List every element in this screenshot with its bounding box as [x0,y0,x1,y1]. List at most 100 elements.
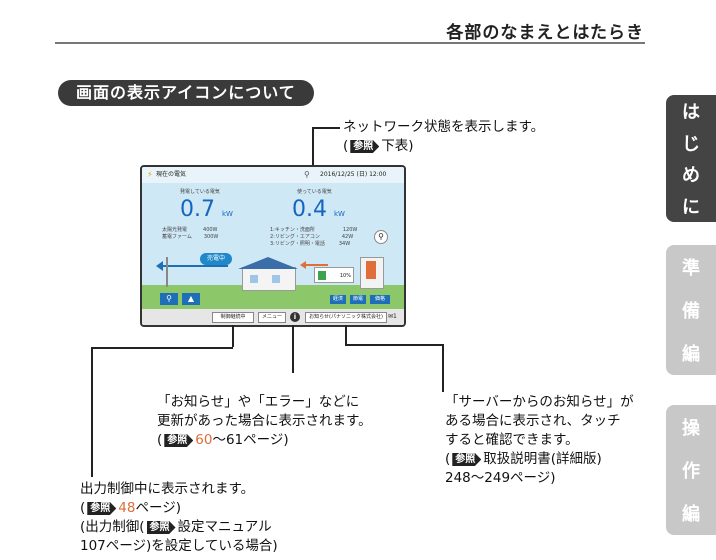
side-tab-hajimeni[interactable]: は じ め に [666,95,716,222]
side-tab-char: に [682,197,700,219]
bolt-icon: ⚡ [147,170,153,179]
reference-icon: 参照 [350,140,380,153]
gen-row: 蓄電ファーム 300W [162,234,218,241]
side-tab-char: め [682,165,700,187]
gen-row-name: 蓄電ファーム [162,234,192,240]
leader-line [442,344,444,392]
annotation-line: (出力制御(参照設定マニュアル [80,518,278,537]
annotation-line: 出力制御中に表示されます。 [80,481,255,497]
selling-arrow-head [156,261,163,271]
paren: ( [343,138,349,154]
screen-top-bar: ⚡ 現在の電気 ⚲ 2016/12/25 (日) 12:00 [142,167,404,183]
section-title: 画面の表示アイコンについて [58,80,314,106]
output-control-indicator: 制御継続中 [212,312,254,323]
annotation-line: ネットワーク状態を表示します。 [343,119,545,135]
ref-text: 取扱説明書(詳細版) [483,451,602,467]
page-suffix: ページ) [135,500,181,516]
selling-badge: 売電中 [200,253,232,265]
leader-line [232,325,234,347]
mail-icon: ✉1 [388,313,397,320]
gen-unit: kW [222,210,233,218]
battery-icon [318,271,326,280]
search-icon[interactable]: ⚲ [374,230,388,244]
side-tab-char: じ [682,133,700,155]
ref-text: 下表) [381,138,414,154]
device-screen: ⚡ 現在の電気 ⚲ 2016/12/25 (日) 12:00 発電している電気 … [140,165,406,327]
use-unit: kW [334,210,345,218]
server-notice-button[interactable]: お知らせ(パナソニック株式会社) [305,312,387,323]
leader-line [292,325,294,373]
lock-button[interactable]: ▲ [182,293,200,305]
use-row: 1:キッチン・洗面所 120W [270,227,357,234]
paren: ( [80,500,86,516]
side-tab-char: 操 [682,417,700,439]
annotation-line: (参照取扱説明書(詳細版) [445,450,634,469]
use-row-name: 3:リビング・照明・電話 [270,241,325,247]
reference-icon: 参照 [146,521,176,534]
network-annotation: ネットワーク状態を表示します。 (参照下表) [343,118,544,156]
zoom-button[interactable]: ⚲ [160,293,178,305]
paren-text: (出力制御( [80,519,145,535]
gen-label: 発電している電気 [180,189,220,195]
annotation-line: 「サーバーからのお知らせ」が [445,394,634,410]
use-row-name: 1:キッチン・洗面所 [270,227,315,233]
mail-count: 1 [393,313,397,320]
selling-arrow [160,265,228,267]
side-tab-char: は [682,101,700,123]
orange-arrow [306,264,328,266]
use-row-value: 120W [342,227,358,233]
use-row: 3:リビング・照明・電話 34W [270,241,350,248]
use-value: 0.4 [292,197,327,222]
annotation-line: (参照下表) [343,137,544,156]
annotation-line: すると確認できます。 [445,432,579,448]
side-tab-char: 備 [682,300,700,322]
side-tab-char: 準 [682,257,700,279]
annotation-line: 「お知らせ」や「エラー」などに [157,394,360,410]
annotation-line: 107ページ)を設定している場合) [80,538,278,554]
page-number: 60 [195,432,213,448]
mode-button[interactable]: 節電 [350,295,366,304]
ref-text: 設定マニュアル [177,519,272,535]
menu-button[interactable]: メニュー [258,312,286,323]
screen-datetime: 2016/12/25 (日) 12:00 [320,171,387,178]
fuel-cell-icon [366,261,376,279]
server-annotation: 「サーバーからのお知らせ」が ある場合に表示され、タッチ すると確認できます。 … [445,393,634,488]
leader-line [345,325,347,345]
house-window [272,275,280,283]
orange-arrow-head [300,261,306,269]
page-suffix: 〜61ページ) [212,432,289,448]
house-window [250,275,258,283]
gen-row: 太陽光発電 400W [162,227,218,234]
paren: ( [157,432,163,448]
reference-icon: 参照 [164,434,194,447]
page-header-title: 各部のなまえとはたらき [446,23,644,43]
leader-line [91,347,93,477]
gen-row-name: 太陽光発電 [162,227,188,233]
side-tab-junbi[interactable]: 準 備 編 [666,245,716,375]
mode-button[interactable]: 価格 [370,295,390,304]
leader-line [91,347,233,349]
use-row-value: 34W [338,241,351,247]
leader-line [312,127,314,165]
gen-value: 0.7 [180,197,215,222]
side-tab-char: 編 [682,504,700,526]
header-rule [55,42,645,44]
battery-percent: 10% [339,273,351,279]
annotation-line: ある場合に表示され、タッチ [445,413,621,429]
network-status-icon: ⚲ [304,170,310,179]
mode-button[interactable]: 経済 [330,295,346,304]
paren: ( [445,451,451,467]
gen-row-value: 300W [203,234,219,240]
info-icon[interactable]: i [290,312,300,322]
reference-icon: 参照 [452,453,482,466]
annotation-line: 更新があった場合に表示されます。 [157,413,372,429]
gen-row-value: 400W [203,227,218,233]
side-tab-sousa[interactable]: 操 作 編 [666,405,716,535]
use-label: 使っている電気 [297,189,332,195]
page-number: 48 [118,500,136,516]
